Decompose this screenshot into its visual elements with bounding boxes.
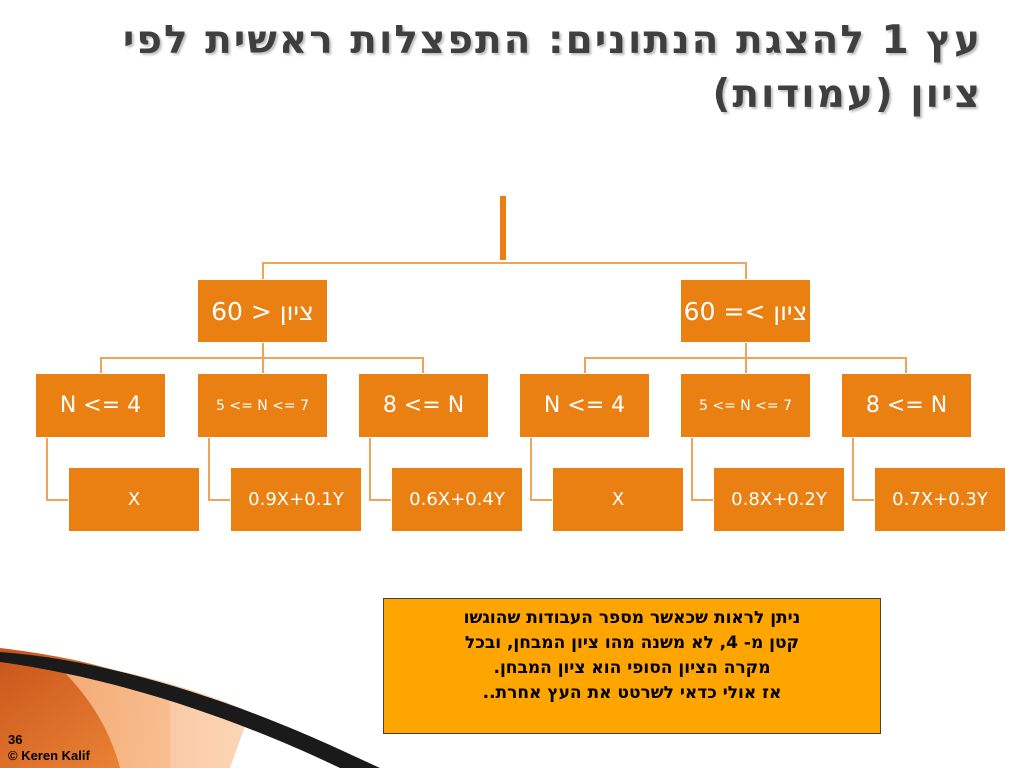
condition-node: N <= 4 [35, 373, 166, 438]
slide-title-line-1: עץ 1 להצגת הנתונים: התפצלות ראשית לפי [122, 18, 982, 63]
condition-label: N <= 4 [543, 393, 626, 418]
result-formula: 0.9X+0.1Y [248, 489, 344, 510]
slide-title: עץ 1 להצגת הנתונים: התפצלות ראשית לפי צי… [30, 14, 982, 122]
condition-node: 8 <= N [358, 373, 489, 438]
condition-label: N <= 4 [59, 393, 142, 418]
result-node: X [68, 467, 200, 532]
root-stem [500, 196, 506, 260]
condition-node: 5 <= N <= 7 [680, 373, 811, 438]
copyright-notice: © Keren Kalif [8, 748, 90, 763]
callout-line: ניתן לראות שכאשר מספר העבודות שהוגשו [463, 608, 801, 628]
result-formula: 0.6X+0.4Y [409, 489, 505, 510]
condition-node: N <= 4 [519, 373, 650, 438]
callout-line: מקרה הציון הסופי הוא ציון המבחן. [493, 658, 771, 678]
slide-title-line-2: ציון (עמודות) [712, 72, 982, 117]
condition-node: 5 <= N <= 7 [197, 373, 328, 438]
result-formula: 0.8X+0.2Y [731, 489, 827, 510]
callout-line: קטן מ- 4, לא משנה מהו ציון המבחן, ובכל [464, 633, 800, 653]
slide-number: 36 [8, 732, 23, 747]
result-node: 0.9X+0.1Y [230, 467, 362, 532]
result-formula: X [611, 489, 625, 510]
branch-grade-60-or-above: ציון >= 60 [680, 279, 811, 343]
result-formula: 0.7X+0.3Y [892, 489, 988, 510]
callout-line: אז אולי כדאי לשרטט את העץ אחרת.. [482, 683, 782, 703]
result-node: 0.8X+0.2Y [713, 467, 845, 532]
condition-label: 5 <= N <= 7 [215, 397, 309, 414]
result-node: 0.7X+0.3Y [874, 467, 1006, 532]
branch-label: ציון < 60 [211, 296, 314, 326]
result-formula: X [127, 489, 141, 510]
condition-label: 5 <= N <= 7 [698, 397, 792, 414]
condition-label: 8 <= N [382, 393, 465, 418]
condition-node: 8 <= N [841, 373, 972, 438]
branch-label: ציון >= 60 [683, 296, 808, 326]
result-node: 0.6X+0.4Y [391, 467, 523, 532]
condition-label: 8 <= N [865, 393, 948, 418]
explanation-callout: ניתן לראות שכאשר מספר העבודות שהוגשו קטן… [383, 598, 881, 734]
branch-grade-below-60: ציון < 60 [197, 279, 328, 343]
result-node: X [552, 467, 684, 532]
